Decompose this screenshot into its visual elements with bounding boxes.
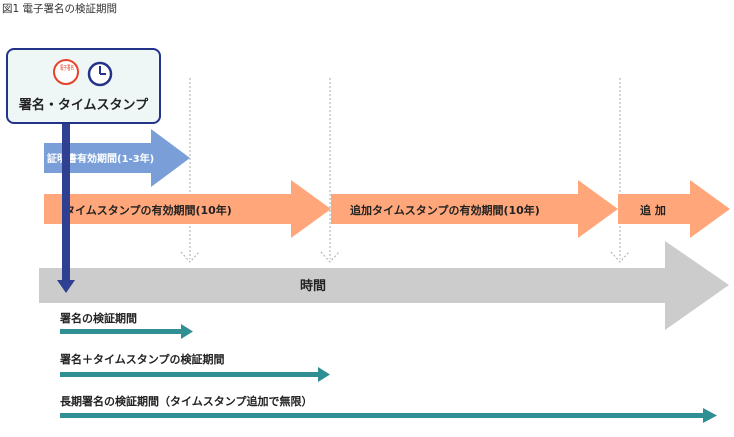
long-term-verification-arrowhead [703,408,717,423]
signature-box-label: 署名・タイムスタンプ [19,97,149,113]
signature-timestamp-verification-bar [60,372,320,377]
signature-timestamp-verification-label: 署名＋タイムスタンプの検証期間 [59,352,224,366]
added-timestamp-validity-arrow [331,180,618,238]
clock-icon [87,61,113,87]
signature-verification-label: 署名の検証期間 [59,311,137,325]
guide-chevron-3 [610,251,630,263]
timestamp-validity-arrow [44,180,331,238]
cert-validity-arrow [44,129,190,187]
time-axis-label: 時間 [300,278,326,294]
signature-verification-arrowhead [181,324,193,339]
timestamp-validity-label: タイムスタンプの有効期間(10年) [64,203,232,217]
add-arrow [618,180,730,238]
signature-box [6,48,161,124]
guide-chevron-2 [320,251,340,263]
signature-time-arrowhead [57,280,75,293]
cert-validity-label: 証明書有効期間(1-3年) [47,152,154,165]
add-label: 追 加 [640,203,666,217]
seal-icon: 電子署名 [53,59,79,85]
added-timestamp-validity-label: 追加タイムスタンプの有効期間(10年) [350,203,540,217]
signature-time-line [62,124,70,282]
signature-timestamp-verification-arrowhead [318,367,330,382]
long-term-verification-bar [60,413,705,418]
seal-text: 電子署名 [60,64,74,72]
guide-chevron-1 [180,251,200,263]
time-axis-arrow [39,241,729,330]
signature-verification-bar [60,329,182,334]
long-term-verification-label: 長期署名の検証期間（タイムスタンプ追加で無限） [60,394,312,408]
figure-caption: 図1 電子署名の検証期間 [2,2,117,15]
